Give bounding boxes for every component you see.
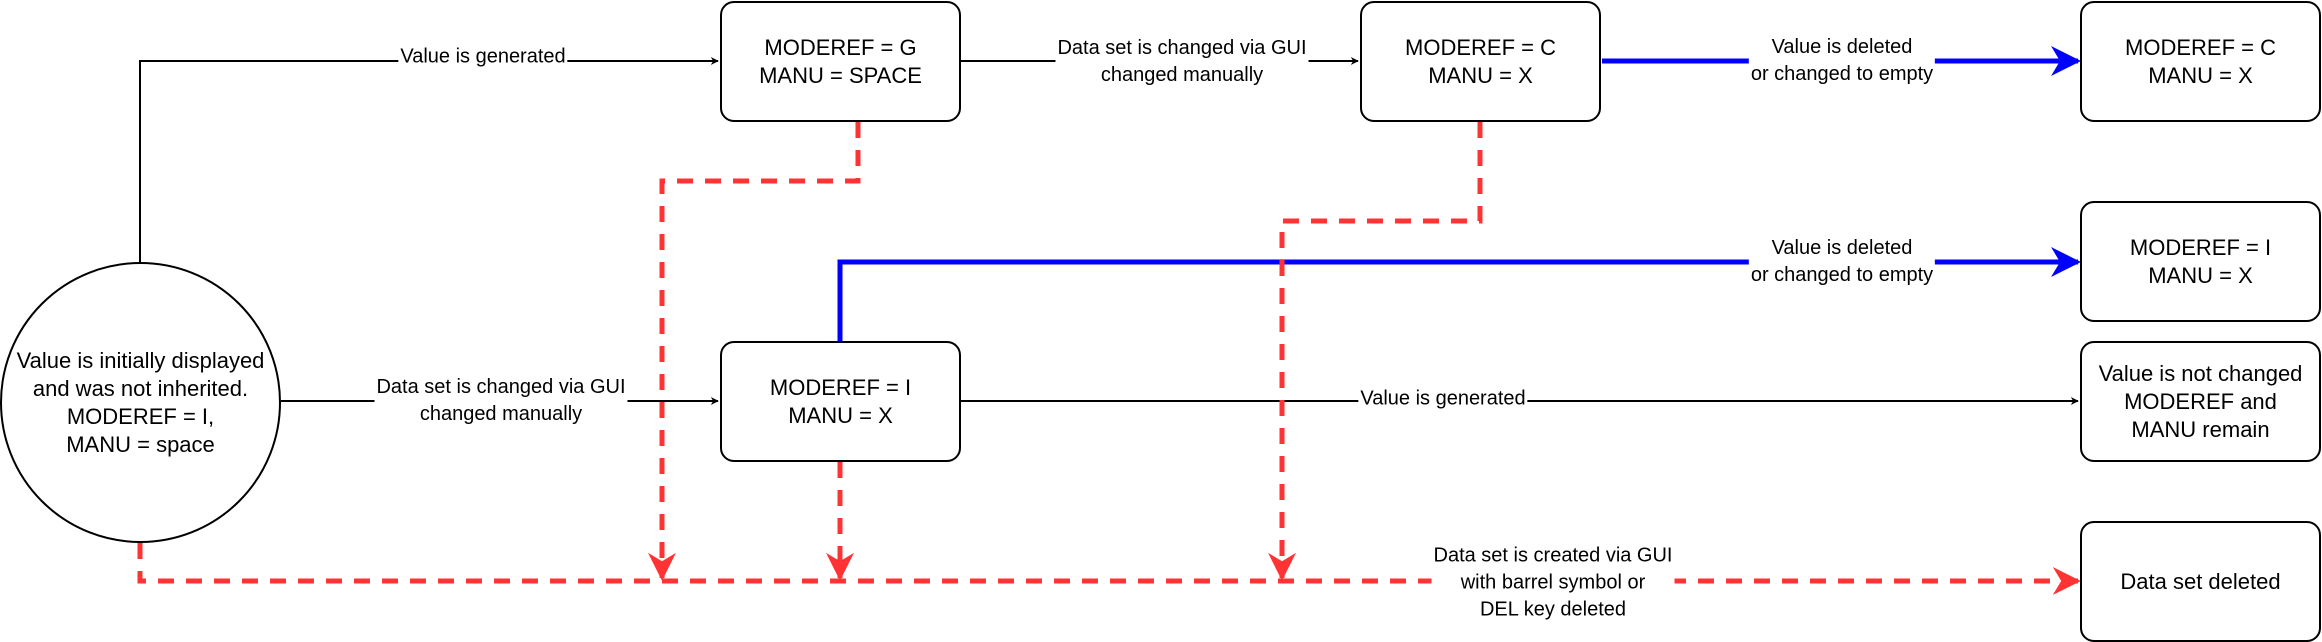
start-state-node: Value is initially displayed and was not…	[0, 262, 281, 543]
edge-start-to-deleted	[137, 543, 2081, 595]
edge-label-gui-changed-manually-top: Data set is changed via GUI changed manu…	[1055, 35, 1309, 89]
edge-label-line: changed manually	[419, 403, 583, 425]
edge-start-to-g-space	[139, 57, 719, 262]
node-moderef-i-manu-x-mid: MODEREF = I MANU = X	[720, 341, 961, 462]
node-text-line: MODEREF = I,	[66, 403, 215, 429]
node-text-line: MODEREF = G	[764, 34, 917, 60]
node-text-line: MANU = SPACE	[759, 62, 922, 88]
edge-label-line: DEL key deleted	[1479, 598, 1627, 621]
node-text-line: MANU = X	[2148, 262, 2253, 288]
edge-label-line: or changed to empty	[1750, 63, 1934, 85]
edge-label-line: with barrel symbol or	[1460, 571, 1646, 594]
node-text-line: MANU = X	[1428, 62, 1533, 88]
node-text-line: MODEREF = I	[2129, 234, 2272, 260]
edge-label-created-barrel-del: Data set is created via GUI with barrel …	[1431, 542, 1675, 624]
edge-label-line: Data set is changed via GUI	[376, 376, 626, 398]
node-moderef-g-manu-space: MODEREF = G MANU = SPACE	[720, 1, 961, 122]
edge-label-line: Value is generated	[1360, 387, 1526, 410]
node-text-line: MODEREF = I	[769, 374, 912, 400]
node-moderef-c-manu-x-right: MODEREF = C MANU = X	[2080, 1, 2321, 122]
edge-label-value-generated-mid: Value is generated	[1358, 385, 1528, 413]
node-text-line: MANU = X	[2148, 62, 2253, 88]
node-text-line: MANU = space	[66, 431, 215, 457]
edge-label-line: Value is generated	[400, 45, 566, 68]
node-text-line: MODEREF = C	[2125, 34, 2276, 60]
edge-label-line: or changed to empty	[1750, 264, 1934, 286]
node-value-not-changed: Value is not changed MODEREF and MANU re…	[2080, 341, 2321, 462]
edge-label-deleted-or-empty-top: Value is deleted or changed to empty	[1748, 34, 1936, 88]
node-moderef-c-manu-x-top: MODEREF = C MANU = X	[1360, 1, 1601, 122]
node-text-line: MODEREF = C	[1405, 34, 1556, 60]
edge-label-line: Data set is created via GUI	[1433, 544, 1673, 567]
edge-c-x-to-deleted	[1268, 122, 1483, 581]
node-text-line: Value is not changed	[2098, 360, 2303, 386]
edge-label-line: Data set is changed via GUI	[1057, 37, 1307, 59]
node-moderef-i-manu-x-right: MODEREF = I MANU = X	[2080, 201, 2321, 322]
edge-g-space-to-deleted	[648, 122, 861, 581]
edge-label-gui-changed-manually-left: Data set is changed via GUI changed manu…	[374, 374, 628, 428]
edge-label-line: Value is deleted	[1771, 237, 1913, 259]
edge-label-deleted-or-empty-mid: Value is deleted or changed to empty	[1748, 235, 1936, 289]
node-text-line: and was not inherited.	[32, 375, 249, 401]
edge-label-value-generated-top: Value is generated	[398, 43, 568, 71]
edge-label-line: changed manually	[1100, 64, 1264, 86]
edge-i-x-to-i-x	[837, 247, 2081, 342]
node-text-line: Data set deleted	[2120, 568, 2281, 594]
node-text-line: MANU remain	[2131, 416, 2270, 442]
edge-label-line: Value is deleted	[1771, 36, 1913, 58]
node-data-set-deleted: Data set deleted	[2080, 521, 2321, 642]
node-text-line: Value is initially displayed	[16, 347, 265, 373]
node-text-line: MANU = X	[788, 402, 893, 428]
node-text-line: MODEREF and	[2124, 388, 2277, 414]
